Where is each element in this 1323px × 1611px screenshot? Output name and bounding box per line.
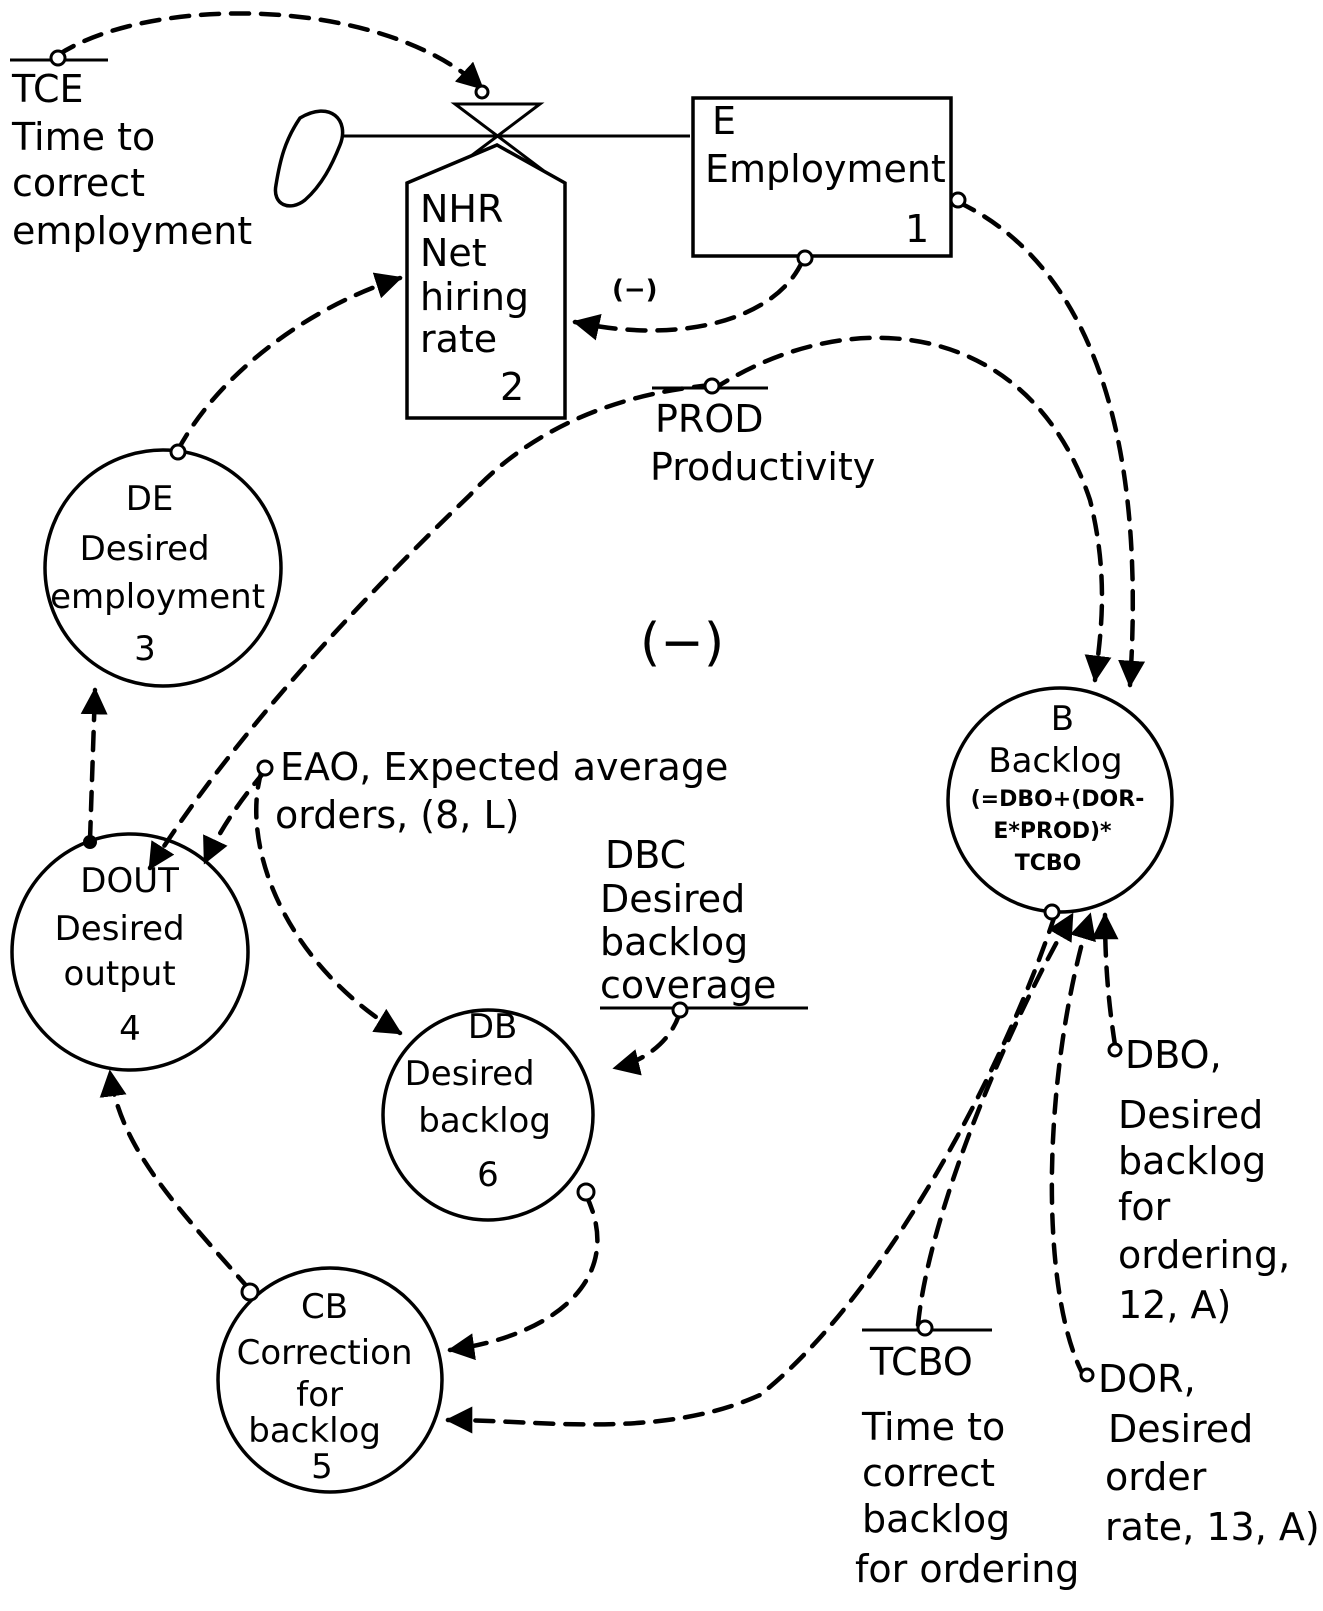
link-employment-to-nhr [572,259,805,341]
loop-polarity-label: (−) [640,613,724,673]
desired-order-rate-label: DOR, Desired order rate, 13, A) [1098,1357,1320,1549]
link-backlog-to-cb [445,912,1058,1434]
desired-employment-circle [43,448,283,688]
desired-output-circle [10,832,250,1072]
backlog-label: B Backlog (=DBO+(DOR- E*PROD)* TCBO [971,699,1150,876]
expected-average-orders-label: EAO, Expected average orders, (8, L) [275,745,740,837]
net-hiring-rate-shape [405,143,567,420]
desired-output-label: DOUT Desired output 4 [55,861,196,1049]
employment-label: E Employment 1 [705,99,958,251]
desired-backlog-for-ordering-label: DBO, Desired backlog for ordering, 12, A… [1118,1033,1302,1327]
link-dbc-to-db [612,1009,683,1076]
link-db-to-cb [447,1192,600,1361]
correction-for-backlog-label: CB Correction for backlog 5 [237,1287,424,1487]
link-tce-to-valve [55,11,485,91]
tce-label: TCE Time to correct employment [11,67,252,253]
desired-employment-label: DE Desired employment 3 [50,479,276,669]
link-prod-to-backlog [709,335,1112,683]
link-polarity-label: (−) [612,275,658,305]
employment-stock [691,96,953,258]
link-eao-to-db [254,767,403,1036]
desired-backlog-label: DB Desired backlog 6 [405,1007,562,1195]
desired-backlog-circle [381,1008,595,1222]
desired-backlog-coverage-label: DBC Desired backlog coverage [600,833,776,1007]
link-prod-to-dout [147,382,715,871]
net-hiring-rate-label: NHR Net hiring rate 2 [420,187,541,409]
link-de-to-nhr [175,272,403,453]
correction-for-backlog-circle [216,1266,444,1494]
link-tcbo-to-backlog [915,912,1075,1328]
link-dbo-to-backlog [1091,912,1119,1048]
link-cb-to-dout [99,1069,253,1293]
link-dout-to-de [80,687,108,843]
link-dor-to-backlog [1049,912,1096,1381]
productivity-label: PROD Productivity [650,397,875,489]
link-employment-to-backlog [955,199,1146,688]
time-to-correct-backlog-label: TCBO Time to correct backlog for orderin… [855,1340,1079,1591]
source-cloud [273,109,345,208]
link-origin-markers [49,49,1123,1383]
